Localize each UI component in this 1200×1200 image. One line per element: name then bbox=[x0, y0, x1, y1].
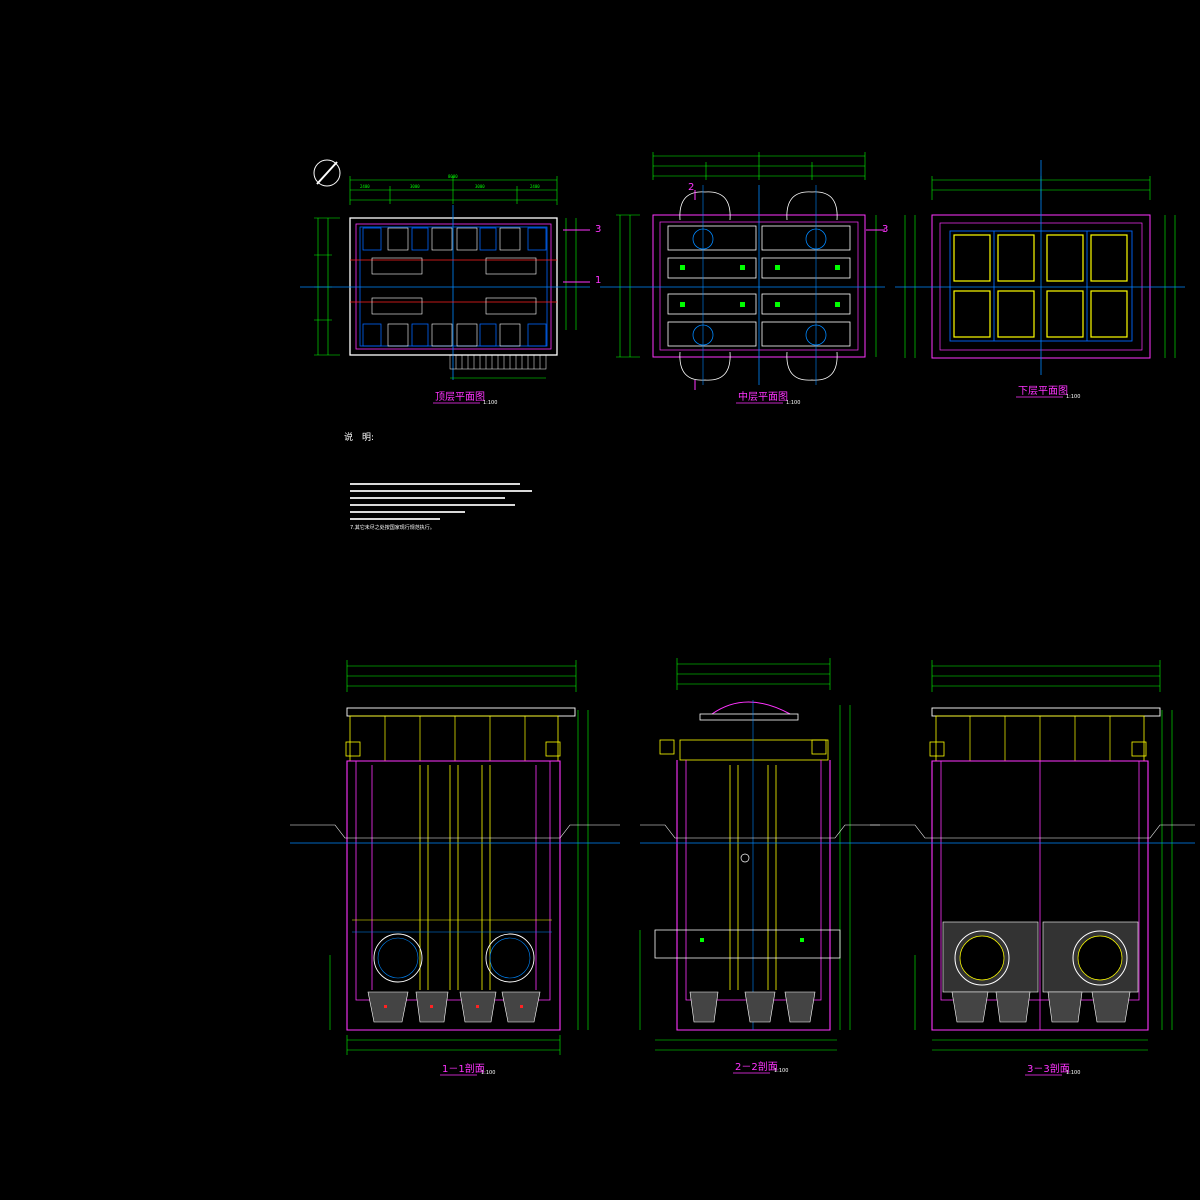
north-arrow-icon bbox=[313, 159, 341, 187]
svg-text:3000: 3000 bbox=[410, 184, 420, 189]
section-mark-3: 3 bbox=[595, 224, 601, 235]
top-plan-title: 顶层平面图 bbox=[435, 391, 485, 403]
low-plan-scale: 1:100 bbox=[1066, 394, 1080, 400]
section-3-scale: 1:100 bbox=[1066, 1070, 1080, 1076]
svg-text:3000: 3000 bbox=[475, 184, 485, 189]
low-plan-title: 下层平面图 bbox=[1018, 385, 1068, 397]
section-1-drawing: 1－1剖面 1:100 bbox=[290, 660, 620, 1076]
mid-plan-scale: 1:100 bbox=[786, 400, 800, 406]
section-2-title: 2－2剖面 bbox=[735, 1060, 778, 1073]
svg-text:8000: 8000 bbox=[448, 174, 458, 179]
section-2-drawing: 2－2剖面 1:100 bbox=[639, 658, 880, 1074]
top-plan-scale: 1:100 bbox=[483, 400, 497, 406]
section-1-scale: 1:100 bbox=[481, 1070, 495, 1076]
mid-plan-title: 中层平面图 bbox=[738, 390, 788, 403]
svg-text:2400: 2400 bbox=[530, 184, 540, 189]
notes-block: 说 明: 7.其它未尽之处按国家现行规范执行。 bbox=[344, 431, 532, 531]
mid-plan-drawing: 2 3 中层平面图 1:100 bbox=[600, 152, 888, 406]
note-item-7: 7.其它未尽之处按国家现行规范执行。 bbox=[350, 524, 435, 531]
notes-heading: 说 明: bbox=[344, 431, 374, 443]
top-plan-drawing: 8000 2400 3000 3000 2400 bbox=[300, 159, 601, 406]
section-3-title: 3－3剖面 bbox=[1027, 1062, 1070, 1075]
mid-plan-mark-2: 2 bbox=[688, 182, 694, 193]
low-plan-drawing: 下层平面图 1:100 bbox=[895, 160, 1185, 400]
section-1-title: 1－1剖面 bbox=[442, 1062, 485, 1075]
section-3-drawing: 3－3剖面 1:100 bbox=[870, 660, 1195, 1076]
mid-plan-mark-3: 3 bbox=[882, 224, 888, 235]
svg-text:2400: 2400 bbox=[360, 184, 370, 189]
section-2-scale: 1:100 bbox=[774, 1068, 788, 1074]
section-mark-1: 1 bbox=[595, 275, 601, 286]
